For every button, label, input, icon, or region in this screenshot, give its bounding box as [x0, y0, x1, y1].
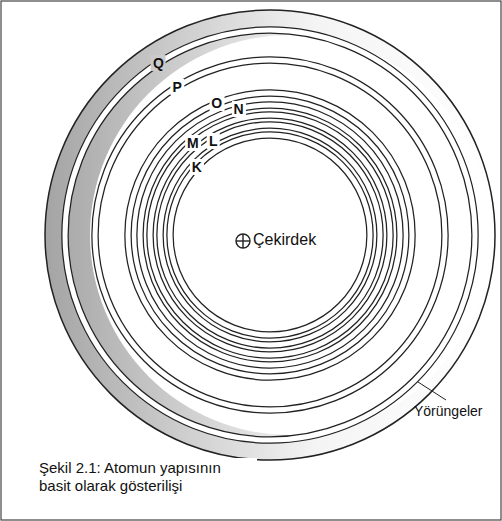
- orbit-letter: P: [171, 79, 184, 95]
- orbits: [65, 30, 475, 440]
- figure-caption: Şekil 2.1: Atomun yapısının basit olarak…: [36, 458, 257, 496]
- orbit-ring-inner: [140, 105, 400, 365]
- orbit-ring-inner: [160, 125, 380, 345]
- orbit-letter: O: [209, 95, 224, 111]
- orbit-ring-inner: [128, 93, 412, 377]
- orbit-ring: [65, 30, 475, 440]
- orbit-letter: L: [207, 133, 220, 149]
- orbit-letter: Q: [151, 55, 166, 71]
- nucleus-label: Çekirdek: [253, 232, 316, 248]
- orbit-ring-inner: [170, 135, 370, 335]
- orbit-ring: [140, 105, 400, 365]
- orbit-ring: [95, 60, 445, 410]
- nucleus-cross: [242, 234, 243, 248]
- orbit-ring-inner: [150, 115, 390, 355]
- orbit-label: Yörüngeler: [414, 404, 483, 418]
- orbit-letter: N: [231, 101, 245, 117]
- orbit-letter: M: [185, 135, 201, 151]
- leader-line: [418, 382, 446, 400]
- orbit-ring: [150, 115, 390, 355]
- inner-space: [90, 35, 490, 435]
- outer-sphere: [45, 10, 495, 460]
- orbit-ring-inner: [65, 30, 475, 440]
- orbit-letter: K: [190, 159, 204, 175]
- orbit-ring: [128, 93, 412, 377]
- nucleus-symbol: [236, 234, 250, 248]
- orbit-ring-inner: [95, 60, 445, 410]
- orbit-ring: [170, 135, 370, 335]
- orbit-ring: [160, 125, 380, 345]
- nucleus-circle: [236, 234, 250, 248]
